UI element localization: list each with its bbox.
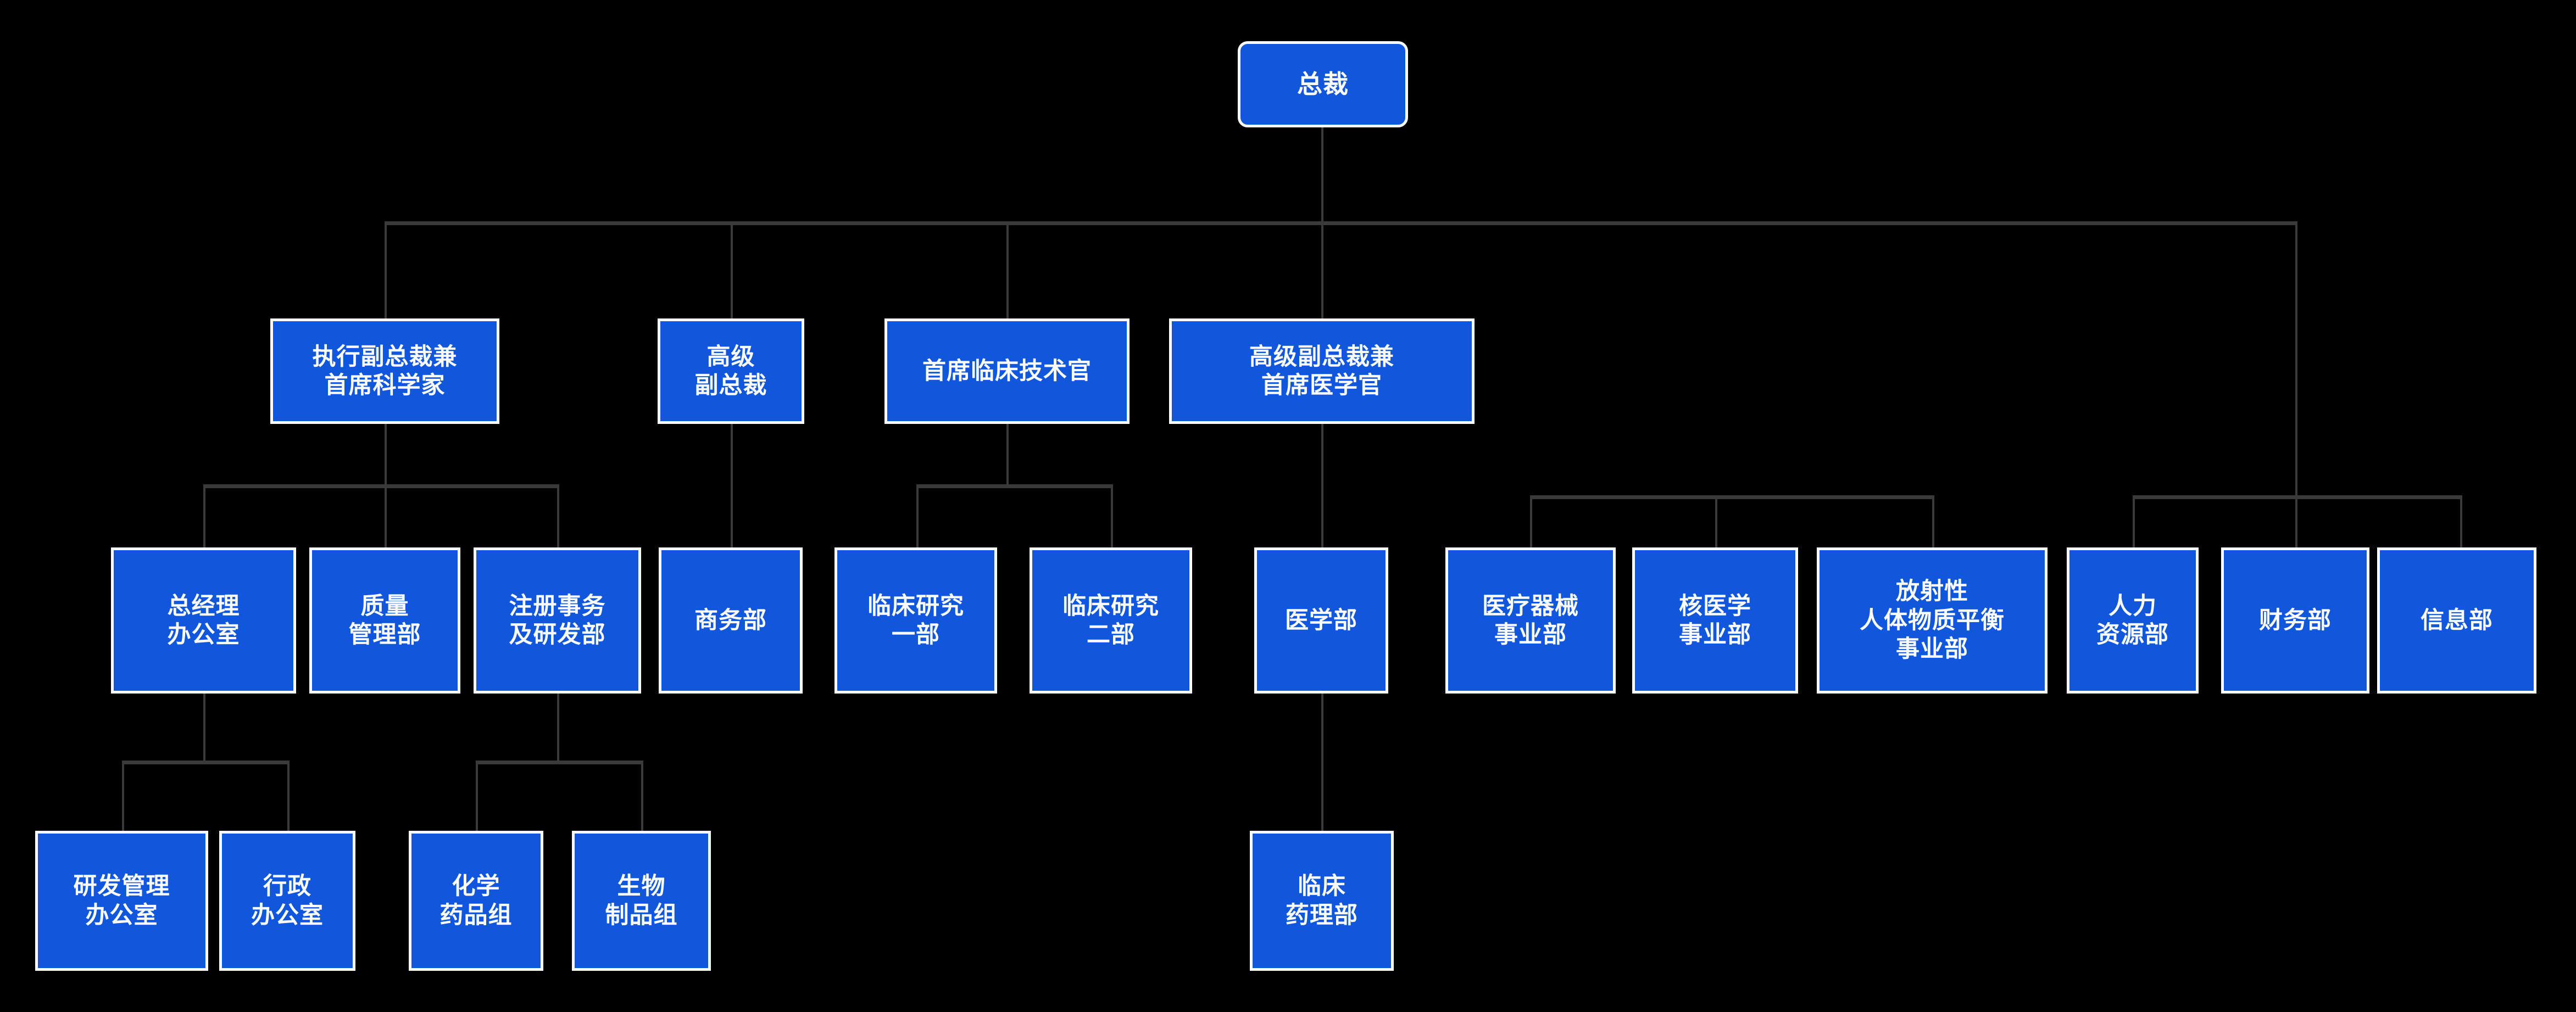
node-biological-product-group[interactable]: 生物 制品组 — [572, 831, 711, 971]
connector-ccto-drop-1 — [916, 484, 919, 547]
node-executive-vp-chief-scientist[interactable]: 执行副总裁兼 首席科学家 — [270, 318, 499, 424]
node-senior-vp-chief-medical-officer[interactable]: 高级副总裁兼 首席医学官 — [1169, 318, 1475, 424]
connector-admin-bus — [2133, 495, 2462, 499]
connector-root-stem — [1321, 127, 1323, 223]
node-clinical-pharmacology-dept[interactable]: 临床 药理部 — [1250, 831, 1394, 971]
node-human-resources-dept[interactable]: 人力 资源部 — [2067, 547, 2199, 694]
connector-cmo-drop-2 — [1715, 495, 1717, 547]
connector-ccto-bus — [916, 484, 1113, 488]
node-business-dept[interactable]: 商务部 — [659, 547, 803, 694]
connector-reg-drop-1 — [476, 761, 478, 831]
connector-med-stem — [1321, 694, 1323, 831]
connector-cmo-drop-3 — [1932, 495, 1934, 547]
node-regulatory-affairs-rnd-dept[interactable]: 注册事务 及研发部 — [474, 547, 641, 694]
node-general-manager-office[interactable]: 总经理 办公室 — [111, 547, 296, 694]
node-clinical-research-dept-1[interactable]: 临床研究 一部 — [834, 547, 997, 694]
node-president[interactable]: 总裁 — [1238, 41, 1408, 127]
connector-root-drop-5 — [2295, 221, 2297, 499]
node-rnd-management-office[interactable]: 研发管理 办公室 — [35, 831, 208, 971]
connector-reg-bus — [476, 761, 643, 764]
connector-evp-bus — [203, 484, 559, 488]
connector-root-drop-1 — [385, 221, 387, 318]
node-quality-management-dept[interactable]: 质量 管理部 — [309, 547, 460, 694]
connector-evp-drop-3 — [557, 484, 559, 547]
connector-ccto-drop-2 — [1111, 484, 1113, 547]
connector-evp-drop-2 — [385, 484, 387, 547]
connector-root-drop-2 — [731, 221, 733, 318]
connector-admin-drop-3 — [2460, 495, 2462, 547]
node-administration-office[interactable]: 行政 办公室 — [219, 831, 355, 971]
node-information-dept[interactable]: 信息部 — [2377, 547, 2536, 694]
connector-admin-drop-1 — [2133, 495, 2135, 547]
node-radioactive-body-substance-balance-division[interactable]: 放射性 人体物质平衡 事业部 — [1817, 547, 2048, 694]
connector-root-drop-4 — [1321, 221, 1323, 318]
connector-reg-drop-2 — [641, 761, 643, 831]
connector-admin-drop-2 — [2295, 495, 2297, 547]
node-clinical-research-dept-2[interactable]: 临床研究 二部 — [1030, 547, 1192, 694]
connector-gmo-drop-2 — [287, 761, 290, 831]
node-chief-clinical-technology-officer[interactable]: 首席临床技术官 — [884, 318, 1130, 424]
connector-reg-stem — [557, 694, 559, 762]
connector-cmo-drop-1 — [1530, 495, 1532, 547]
connector-gmo-drop-1 — [122, 761, 124, 831]
connector-ccto-stem — [1006, 424, 1009, 486]
connector-gmo-bus — [122, 761, 290, 764]
connector-cmo-stem — [1321, 424, 1323, 547]
node-senior-vp[interactable]: 高级 副总裁 — [658, 318, 804, 424]
connector-svp-stem — [731, 424, 733, 547]
connector-root-bus — [385, 221, 2297, 225]
connector-cmo-bus — [1530, 495, 1934, 499]
node-nuclear-medicine-division[interactable]: 核医学 事业部 — [1632, 547, 1798, 694]
connector-root-drop-3 — [1006, 221, 1009, 318]
node-medical-dept[interactable]: 医学部 — [1254, 547, 1388, 694]
node-finance-dept[interactable]: 财务部 — [2221, 547, 2369, 694]
node-medical-device-division[interactable]: 医疗器械 事业部 — [1445, 547, 1616, 694]
connector-gmo-stem — [203, 694, 205, 762]
connector-evp-stem — [385, 424, 387, 486]
connector-evp-drop-1 — [203, 484, 205, 547]
node-chemical-drug-group[interactable]: 化学 药品组 — [409, 831, 543, 971]
